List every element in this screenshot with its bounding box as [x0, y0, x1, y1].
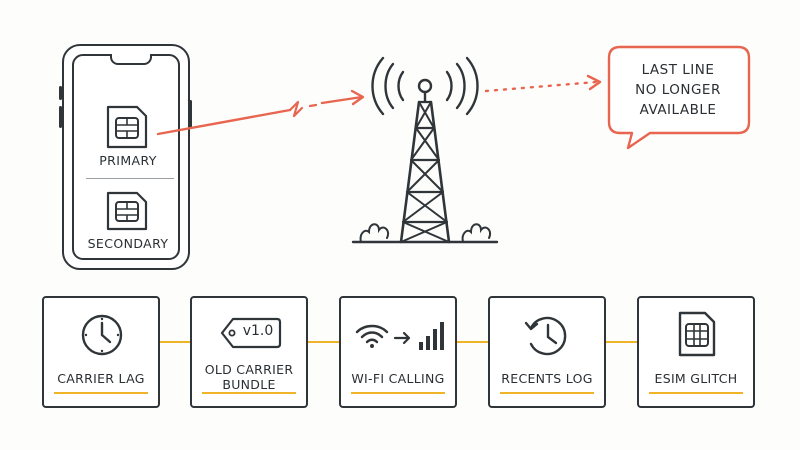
connector-line [308, 341, 341, 343]
version-tag-icon [220, 317, 282, 349]
phone-notch [110, 54, 152, 65]
card-label-line: BUNDLE [222, 377, 276, 392]
card-underline [649, 392, 743, 394]
card-underline [202, 392, 296, 394]
secondary-sim-label: SECONDARY [87, 236, 169, 251]
wifi-to-cellular-icon [355, 322, 444, 350]
card-label: ESIM GLITCH [654, 371, 738, 386]
phone-side-button [59, 106, 62, 128]
secondary-sim-icon [106, 191, 148, 231]
phone-illustration [62, 44, 190, 270]
card-recents-log: RECENTS LOG [488, 296, 606, 408]
card-underline [351, 392, 445, 394]
bubble-line: NO LONGER [635, 82, 721, 98]
clock-icon [81, 314, 123, 356]
card-esim-glitch: ESIM GLITCH [637, 296, 755, 408]
card-label: CARRIER LAG [57, 371, 145, 386]
sim-divider [86, 178, 174, 179]
signal-arrow [156, 89, 365, 136]
bubble-line: LAST LINE [641, 62, 715, 78]
card-label-line: OLD CARRIER [204, 362, 294, 377]
card-label: RECENTS LOG [501, 371, 593, 386]
phone-screen [72, 54, 180, 260]
connector-line [160, 341, 192, 343]
speech-bubble [607, 45, 751, 150]
bubble-line: AVAILABLE [639, 102, 717, 118]
history-icon [524, 316, 567, 356]
connector-line [457, 341, 490, 343]
card-carrier-lag: CARRIER LAG [42, 296, 160, 408]
card-underline [500, 392, 594, 394]
phone-side-button [189, 100, 192, 128]
card-wifi-calling: WI-FI CALLING [339, 296, 457, 408]
bubble-message: LAST LINE NO LONGER AVAILABLE [612, 60, 744, 120]
sim-card-icon [678, 311, 716, 357]
card-label: WI-FI CALLING [351, 371, 445, 386]
dotted-arrow [484, 74, 602, 93]
card-label: OLD CARRIER BUNDLE [192, 362, 306, 392]
card-underline [54, 392, 148, 394]
phone-side-button [59, 86, 62, 100]
primary-sim-icon [106, 105, 148, 149]
version-tag-text: v1.0 [242, 323, 274, 339]
card-old-carrier-bundle: v1.0 OLD CARRIER BUNDLE [190, 296, 308, 408]
cell-tower-icon [351, 56, 499, 244]
primary-sim-label: PRIMARY [99, 153, 157, 168]
connector-line [606, 341, 639, 343]
